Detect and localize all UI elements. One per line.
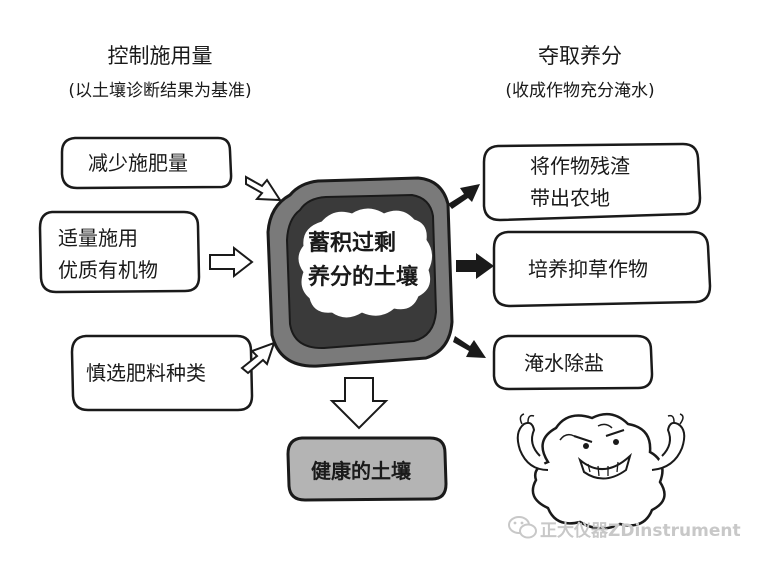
right-box-3-line-1: 淹水除盐 (524, 351, 604, 375)
arrow-from-box-1 (245, 175, 282, 202)
center-line-1: 蓄积过剩 (308, 231, 397, 256)
right-header-subtitle: (收成作物充分淹水) (505, 81, 655, 101)
left-box-3-outline (70, 334, 254, 412)
left-box-1-outline (60, 136, 233, 190)
right-box-3-outline (492, 334, 654, 391)
left-box-2-outline (38, 210, 201, 294)
left-box-1-line-1: 减少施肥量 (88, 151, 188, 175)
arrow-to-right-2 (456, 253, 494, 279)
left-header-title: 控制施用量 (107, 44, 213, 68)
watermark-text: 正大仪器ZDinstrument (540, 521, 741, 541)
arrow-from-box-2 (209, 245, 254, 279)
arrow-down-to-result (329, 377, 389, 430)
center-line-2: 养分的土壤 (308, 265, 419, 290)
left-box-1: 减少施肥量 (88, 147, 188, 179)
left-header-subtitle: (以土壤诊断结果为基准) (68, 81, 252, 101)
result-label: 健康的土壤 (311, 459, 411, 483)
soil-mascot-illustration (516, 412, 686, 530)
center-soil-label: 蓄积过剩 养分的土壤 (308, 227, 418, 295)
right-box-2-line-1: 培养抑草作物 (528, 257, 648, 281)
left-box-2-line-2: 优质有机物 (58, 258, 158, 282)
right-box-2: 培养抑草作物 (528, 253, 648, 285)
wechat-logo-icon (508, 516, 537, 539)
right-box-2-outline (492, 230, 712, 308)
left-box-2-line-1: 适量施用 (58, 226, 138, 250)
left-box-2: 适量施用 优质有机物 (58, 222, 158, 286)
right-box-1-outline (482, 142, 702, 222)
arrow-to-right-1 (448, 184, 480, 209)
right-header-title: 夺取养分 (538, 44, 622, 68)
arrow-from-box-3 (240, 341, 276, 375)
left-box-3-line-1: 慎选肥料种类 (86, 361, 206, 385)
right-box-1-line-1: 将作物残渣 (530, 154, 630, 178)
arrow-to-right-3 (453, 336, 486, 358)
left-box-3: 慎选肥料种类 (86, 357, 206, 389)
center-cloud (298, 208, 432, 318)
right-box-1-line-2: 带出农地 (530, 186, 610, 210)
result-box-outline (286, 436, 448, 502)
right-box-3: 淹水除盐 (524, 347, 604, 379)
right-box-1: 将作物残渣 带出农地 (530, 150, 630, 214)
